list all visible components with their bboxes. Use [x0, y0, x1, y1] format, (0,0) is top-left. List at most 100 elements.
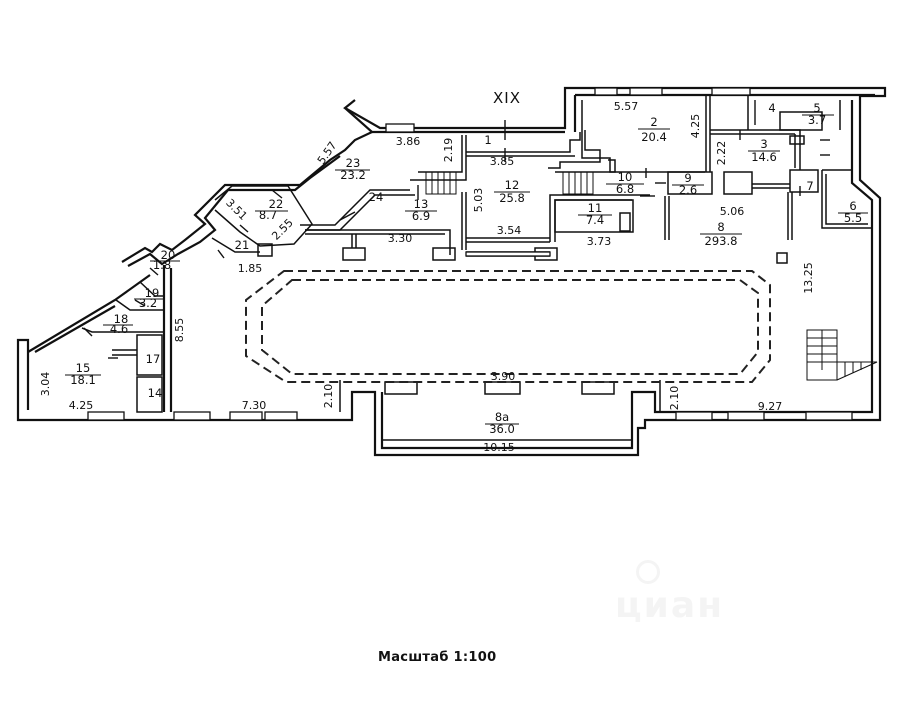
room-number: 21 — [235, 238, 250, 252]
room-11: 11 7.4 — [578, 201, 612, 227]
door-ticks — [83, 100, 830, 359]
room-number: 14 — [148, 386, 163, 400]
room-12: 12 25.8 — [494, 178, 530, 205]
dimension-labels: 5.57 4.25 2.22 3.86 2.19 3.85 5.57 5.03 … — [39, 100, 815, 454]
room-10: 10 6.8 — [606, 170, 644, 196]
room-area: 6.9 — [412, 209, 430, 223]
room-area: 3.2 — [139, 296, 157, 310]
dimension: 5.06 — [720, 205, 745, 218]
section-label: XIX — [493, 89, 521, 107]
dashed-outline — [245, 270, 771, 383]
room-23: 23 23.2 — [335, 156, 370, 182]
room-21: 21 — [235, 238, 250, 252]
room-5: 5 3.7 — [802, 101, 834, 127]
dimension: 2.10 — [668, 386, 681, 411]
dimension: 1.85 — [238, 262, 263, 275]
room-7: 7 — [806, 179, 813, 193]
room-13: 13 6.9 — [405, 197, 437, 223]
room-area: 7.4 — [586, 213, 604, 227]
room-number: 17 — [146, 352, 161, 366]
room-3: 3 14.6 — [748, 137, 780, 164]
room-number: 15 — [76, 361, 91, 375]
room-number: 12 — [505, 178, 520, 192]
dimension: 3.90 — [491, 370, 516, 383]
room-number: 22 — [269, 197, 284, 211]
dimension: 9.27 — [758, 400, 783, 413]
room-number: 1 — [484, 133, 491, 147]
room-number: 24 — [369, 190, 384, 204]
room-number: 9 — [684, 171, 691, 185]
stairs — [425, 171, 878, 381]
room-14: 14 — [148, 386, 163, 400]
dimension: 8.55 — [173, 318, 186, 343]
dimension: 3.85 — [490, 155, 515, 168]
room-number: 8a — [495, 410, 509, 424]
dimension: 3.04 — [39, 372, 52, 397]
room-number: 23 — [346, 156, 361, 170]
room-number: 3 — [760, 137, 767, 151]
room-17: 17 — [146, 352, 161, 366]
room-number: 10 — [618, 170, 633, 184]
room-area: 2.6 — [679, 183, 697, 197]
dimension: 13.25 — [802, 262, 815, 294]
room-area: 23.2 — [340, 168, 366, 182]
room-2: 2 20.4 — [638, 115, 670, 144]
room-number: 18 — [114, 312, 129, 326]
room-number: 8 — [717, 220, 724, 234]
room-19: 19 3.2 — [134, 286, 164, 310]
room-number: 20 — [161, 248, 176, 262]
room-area: 6.8 — [616, 182, 634, 196]
watermark-pin-icon — [636, 560, 660, 584]
dimension: 7.30 — [242, 399, 267, 412]
dimension: 2.19 — [442, 138, 455, 163]
room-number: 13 — [414, 197, 429, 211]
dimension: 10.15 — [483, 441, 515, 454]
room-area: 25.8 — [499, 191, 525, 205]
dimension: 4.25 — [69, 399, 94, 412]
dimension: 3.30 — [388, 232, 413, 245]
room-number: 2 — [650, 115, 657, 129]
dimension: 5.57 — [315, 139, 340, 167]
dimension: 3.73 — [587, 235, 612, 248]
room-area: 1.8 — [153, 258, 171, 272]
room-area: 4.6 — [110, 322, 128, 336]
room-4: 4 — [768, 101, 775, 115]
room-9: 9 2.6 — [672, 171, 704, 197]
dimension: 3.51 — [223, 196, 250, 223]
dimension: 5.57 — [614, 100, 639, 113]
room-6: 6 5.5 — [838, 199, 868, 225]
room-area: 36.0 — [489, 422, 515, 436]
room-number: 19 — [145, 286, 160, 300]
room-area: 293.8 — [705, 234, 738, 248]
room-area: 14.6 — [751, 150, 777, 164]
dimension: 2.22 — [715, 141, 728, 166]
dimension: 3.54 — [497, 224, 522, 237]
room-labels: 1 2 20.4 3 14.6 4 5 3.7 6 5.5 7 8 — [65, 101, 868, 436]
room-24: 24 — [369, 190, 384, 204]
windows — [87, 87, 853, 421]
room-1: 1 — [484, 133, 491, 147]
room-area: 18.1 — [70, 373, 96, 387]
room-number: 4 — [768, 101, 775, 115]
room-8: 8 293.8 — [700, 220, 742, 248]
room-22: 22 8.7 — [255, 197, 288, 222]
room-number: 6 — [849, 199, 856, 213]
room-20: 20 1.8 — [150, 248, 180, 272]
room-18: 18 4.6 — [103, 312, 133, 336]
interior-walls — [81, 95, 872, 441]
dimension: 2.10 — [322, 384, 335, 409]
room-number: 5 — [813, 101, 820, 115]
room-area: 3.7 — [808, 113, 826, 127]
room-number: 7 — [806, 179, 813, 193]
room-15: 15 18.1 — [65, 361, 101, 387]
room-area: 20.4 — [641, 130, 667, 144]
dimension: 5.03 — [472, 188, 485, 213]
room-number: 11 — [588, 201, 603, 215]
room-area: 5.5 — [844, 211, 862, 225]
room-8a: 8a 36.0 — [485, 410, 519, 436]
dimension: 4.25 — [689, 114, 702, 139]
room-area: 8.7 — [259, 208, 277, 222]
watermark: циан — [615, 585, 725, 626]
dimension: 3.86 — [396, 135, 421, 148]
